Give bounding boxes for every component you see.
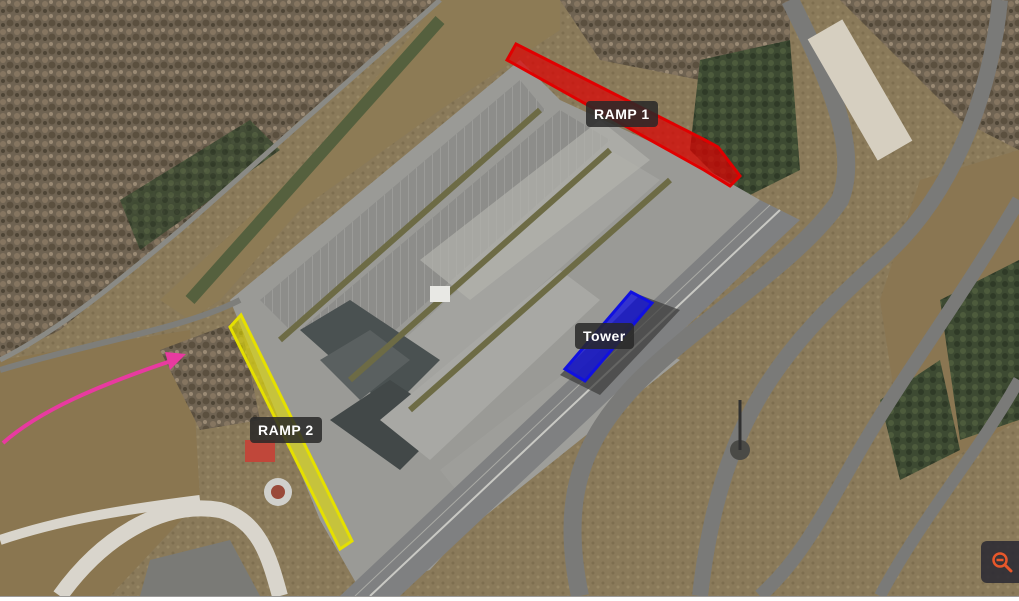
magnifier-minus-icon [992,552,1013,573]
approach-arrow [1,360,169,445]
tower-label: Tower [575,323,634,349]
ramp2-label: RAMP 2 [250,417,322,443]
bottom-divider [0,596,1019,597]
zoom-out-button[interactable] [981,541,1019,583]
ramp1-label: RAMP 1 [586,101,658,127]
approach-arrow-head [165,352,186,370]
